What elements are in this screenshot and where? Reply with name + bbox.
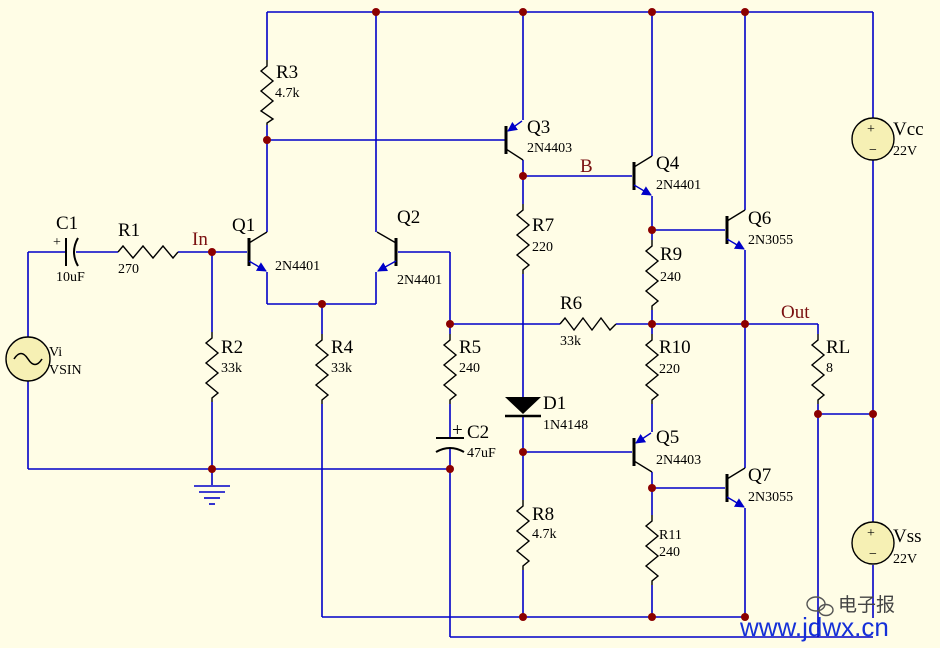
q2-value: 2N4401: [397, 273, 442, 288]
resistor-r2: [204, 332, 220, 402]
r11-value: 240: [659, 545, 680, 560]
q3-ref: Q3: [527, 117, 550, 138]
resistor-r8: [515, 500, 531, 570]
svg-text:−: −: [869, 143, 877, 158]
source-vss: + −: [851, 521, 895, 565]
rl-ref: RL: [826, 337, 850, 358]
r6-ref: R6: [560, 293, 582, 314]
r11-ref: R11: [659, 528, 682, 543]
q5-value: 2N4403: [656, 453, 701, 468]
r6-value: 33k: [560, 334, 581, 349]
r1-value: 270: [118, 262, 139, 277]
vss-ref: Vss: [893, 526, 922, 547]
resistor-r1: [117, 244, 179, 260]
transistor-q5: [632, 432, 653, 473]
r2-value: 33k: [221, 361, 242, 376]
q7-value: 2N3055: [748, 490, 793, 505]
source-vcc: + −: [851, 117, 895, 161]
q6-value: 2N3055: [748, 233, 793, 248]
resistor-r10: [644, 334, 660, 404]
q1-value: 2N4401: [275, 259, 320, 274]
net-label-in: In: [192, 229, 208, 250]
vi-ref: Vi: [49, 345, 62, 360]
vss-value: 22V: [893, 552, 917, 567]
source-vi: [5, 336, 51, 382]
net-label-b: B: [580, 156, 593, 177]
r7-ref: R7: [532, 215, 554, 236]
c2-ref: C2: [467, 422, 489, 443]
transistor-q4: [632, 155, 653, 196]
svg-text:+: +: [867, 526, 875, 541]
q1-ref: Q1: [232, 215, 255, 236]
r2-ref: R2: [221, 337, 243, 358]
watermark-url: www.jdwx.cn: [739, 612, 889, 642]
r4-ref: R4: [331, 337, 354, 358]
capacitor-c1: [65, 237, 79, 267]
r7-value: 220: [532, 240, 553, 255]
svg-text:−: −: [869, 547, 877, 562]
r9-value: 240: [660, 270, 681, 285]
r10-ref: R10: [659, 337, 691, 358]
d1-value: 1N4148: [543, 418, 588, 433]
r5-ref: R5: [459, 337, 481, 358]
q3-value: 2N4403: [527, 141, 572, 156]
resistor-r11: [644, 515, 660, 585]
r5-value: 240: [459, 361, 480, 376]
resistor-r6: [559, 316, 617, 332]
c1-value: 10uF: [56, 270, 85, 285]
transistor-q1: [247, 231, 268, 272]
r3-value: 4.7k: [275, 86, 300, 101]
diode-d1: [505, 397, 541, 418]
transistor-q7: [725, 467, 746, 508]
vcc-ref: Vcc: [893, 119, 924, 140]
resistor-r4: [314, 334, 330, 404]
c1-plus: +: [53, 235, 61, 250]
c2-value: 47uF: [467, 446, 496, 461]
wechat-logo-icon: [806, 596, 834, 617]
d1-ref: D1: [543, 393, 566, 414]
r1-ref: R1: [118, 220, 140, 241]
net-label-out: Out: [781, 302, 810, 323]
resistor-rl: [810, 334, 826, 404]
q7-ref: Q7: [748, 465, 771, 486]
ground-symbol: [194, 485, 230, 505]
resistor-r3: [259, 60, 275, 125]
resistor-r5: [442, 334, 458, 404]
resistor-r7: [515, 204, 531, 274]
capacitor-c2: [435, 437, 465, 453]
vi-value: VSIN: [49, 363, 82, 378]
c1-ref: C1: [56, 213, 78, 234]
r10-value: 220: [659, 362, 680, 377]
c2-plus: +: [452, 420, 463, 441]
q2-ref: Q2: [397, 207, 420, 228]
resistor-r9: [644, 240, 660, 310]
q6-ref: Q6: [748, 208, 771, 229]
r8-ref: R8: [532, 504, 554, 525]
q4-value: 2N4401: [656, 178, 701, 193]
r3-ref: R3: [276, 62, 298, 83]
r4-value: 33k: [331, 361, 352, 376]
junctions: [208, 8, 877, 621]
svg-text:+: +: [867, 122, 875, 137]
transistor-q3: [504, 120, 524, 161]
transistor-q6: [725, 209, 746, 250]
vcc-value: 22V: [893, 144, 917, 159]
rl-value: 8: [826, 361, 833, 376]
transistor-q2: [376, 231, 398, 272]
watermark-brand: 电子报: [838, 594, 895, 616]
r8-value: 4.7k: [532, 527, 557, 542]
r9-ref: R9: [660, 244, 682, 265]
q5-ref: Q5: [656, 427, 679, 448]
q4-ref: Q4: [656, 153, 680, 174]
